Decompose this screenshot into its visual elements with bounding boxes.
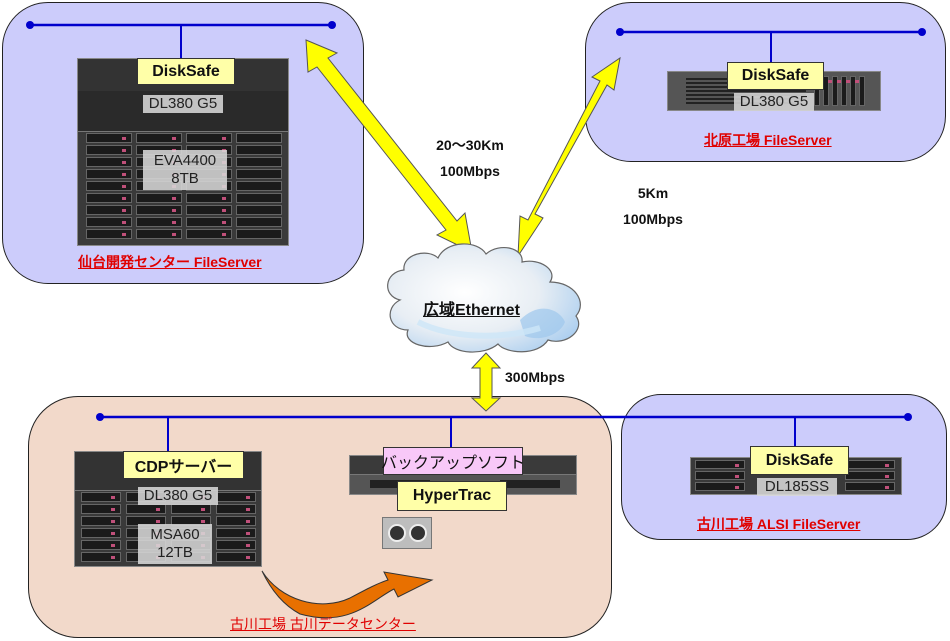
furukawa-link-arrow <box>470 352 502 412</box>
tape-drive-icon <box>382 517 432 549</box>
drive-bay <box>855 76 865 106</box>
drive-bay <box>236 157 282 167</box>
drive-bay <box>86 181 132 191</box>
drive-bay <box>81 552 121 562</box>
sendai-link-info: 20〜30Km 100Mbps <box>420 132 520 184</box>
hypertrac-tag: HyperTrac <box>397 481 507 511</box>
sendai-link-distance: 20〜30Km <box>436 137 504 153</box>
cdp-storage-model: MSA60 12TB <box>138 524 212 564</box>
drive-bay <box>81 516 121 526</box>
wan-cloud-icon <box>387 243 581 353</box>
kitahara-disksafe-tag: DiskSafe <box>727 62 824 90</box>
drive-bay <box>236 145 282 155</box>
kitahara-lan-line <box>616 28 926 63</box>
drive-bay <box>186 133 232 143</box>
alsi-disksafe-tag: DiskSafe <box>750 446 849 475</box>
drive-bay <box>828 76 838 106</box>
sendai-link-bandwidth: 100Mbps <box>440 163 500 179</box>
drive-bay <box>216 552 256 562</box>
drive-bay <box>86 157 132 167</box>
drive-bay <box>81 528 121 538</box>
drive-bay <box>86 145 132 155</box>
wan-cloud-label: 広域Ethernet <box>423 302 520 319</box>
drive-bay <box>216 516 256 526</box>
drive-bay <box>86 217 132 227</box>
drive-bay <box>236 229 282 239</box>
drive-bay <box>81 540 121 550</box>
sendai-server-model: DL380 G5 <box>143 95 223 113</box>
alsi-server-model: DL185SS <box>757 478 837 496</box>
sendai-storage-name: EVA4400 <box>153 152 217 169</box>
drive-bay <box>216 504 256 514</box>
cdp-storage-name: MSA60 <box>150 526 200 543</box>
drive-bay <box>846 76 856 106</box>
drive-bay <box>186 205 232 215</box>
sendai-site-label: 仙台開発センター FileServer <box>78 254 262 270</box>
lan-node-dot <box>96 413 104 421</box>
lan-node-dot <box>328 21 336 29</box>
drive-bay <box>81 504 121 514</box>
cdp-server-tag: CDPサーバー <box>123 451 244 479</box>
lan-node-dot <box>918 28 926 36</box>
lan-node-dot <box>26 21 34 29</box>
kitahara-link-bandwidth: 100Mbps <box>623 211 683 227</box>
drive-bay <box>86 169 132 179</box>
sendai-storage-model: EVA4400 8TB <box>143 150 227 190</box>
drive-bay <box>186 193 232 203</box>
drive-bay <box>236 205 282 215</box>
drive-bay <box>216 540 256 550</box>
sendai-lan-line <box>26 21 336 58</box>
drive-bay <box>86 229 132 239</box>
lan-node-dot <box>904 413 912 421</box>
cdp-server-model: DL380 G5 <box>138 487 218 505</box>
drive-bay <box>136 133 182 143</box>
lan-node-dot <box>616 28 624 36</box>
furukawa-link-bandwidth: 300Mbps <box>505 369 565 385</box>
drive-bay <box>136 229 182 239</box>
drive-bay <box>81 492 121 502</box>
sendai-disksafe-tag: DiskSafe <box>137 58 235 85</box>
drive-bay <box>695 460 745 469</box>
backup-software-tag: バックアップソフト <box>381 447 525 475</box>
drive-bay <box>186 217 232 227</box>
drive-bay <box>236 181 282 191</box>
drive-bay <box>136 193 182 203</box>
drive-bay <box>837 76 847 106</box>
kitahara-site-label: 北原工場 FileServer <box>704 132 832 148</box>
furukawa-alsi-label: 古川工場 ALSI FileServer <box>697 516 861 532</box>
drive-bay <box>236 217 282 227</box>
drive-bay <box>86 205 132 215</box>
kitahara-link-distance: 5Km <box>637 185 669 201</box>
drive-bay <box>136 205 182 215</box>
drive-bay <box>845 482 895 491</box>
drive-bay <box>216 528 256 538</box>
furukawa-lan-line <box>96 413 912 452</box>
sendai-storage-capacity: 8TB <box>171 170 199 187</box>
cdp-storage-capacity: 12TB <box>157 544 193 561</box>
kitahara-link-info: 5Km 100Mbps <box>605 180 701 232</box>
drive-bay <box>236 133 282 143</box>
drive-bay <box>695 471 745 480</box>
drive-bay <box>236 193 282 203</box>
drive-bay <box>695 482 745 491</box>
drive-bay <box>86 193 132 203</box>
drive-bay <box>236 169 282 179</box>
drive-bay <box>136 217 182 227</box>
migration-arrow <box>261 570 434 619</box>
furukawa-datacenter-label: 古川工場 古川データセンター <box>230 616 416 632</box>
drive-bay <box>186 229 232 239</box>
kitahara-server-model: DL380 G5 <box>734 93 814 111</box>
drive-bay <box>86 133 132 143</box>
drive-bay <box>845 471 895 480</box>
